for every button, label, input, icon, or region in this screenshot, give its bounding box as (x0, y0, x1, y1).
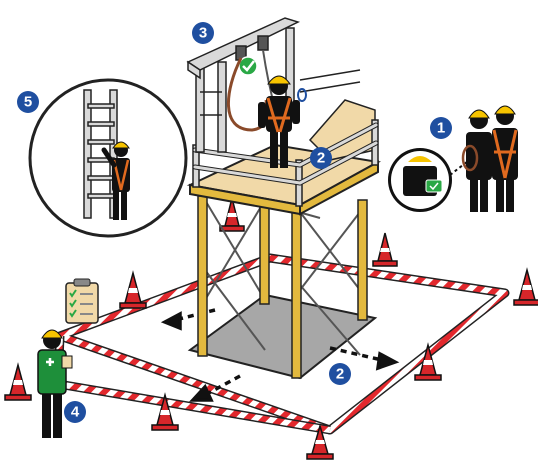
svg-text:3: 3 (199, 25, 207, 42)
inspecting-workers (463, 106, 518, 212)
harness-check-inset (388, 106, 518, 212)
badge-1: 1 (430, 117, 452, 139)
svg-text:4: 4 (71, 404, 80, 421)
badge-5: 5 (17, 91, 39, 113)
traffic-cone (120, 273, 146, 308)
badge-2-platform: 2 (310, 147, 332, 169)
svg-text:5: 5 (24, 94, 32, 111)
svg-text:2: 2 (336, 366, 344, 383)
traffic-cone (514, 270, 538, 305)
ground-exclusion-area (190, 295, 375, 378)
ladder-inset (30, 80, 186, 236)
badge-2-ground: 2 (329, 363, 351, 385)
badge-3: 3 (192, 22, 214, 44)
badge-4: 4 (64, 401, 86, 423)
traffic-cone (5, 365, 31, 400)
svg-text:1: 1 (437, 120, 445, 137)
carabiner-icon (298, 89, 306, 101)
svg-text:2: 2 (317, 150, 325, 167)
traffic-cone (373, 233, 397, 266)
clipboard-icon (66, 279, 98, 323)
